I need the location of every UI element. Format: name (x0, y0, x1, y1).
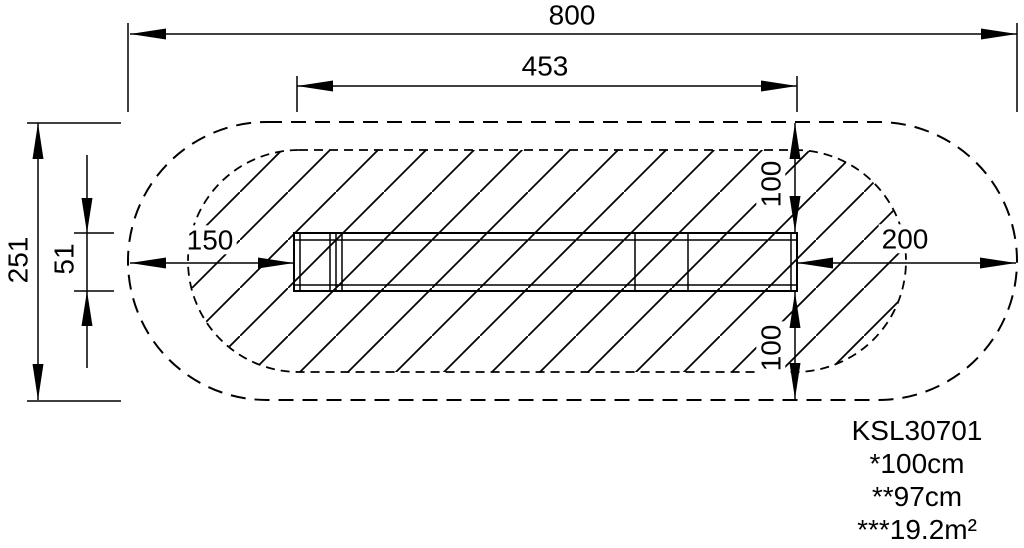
balance-beam (293, 232, 798, 292)
dim-label-equipment-depth: 51 (48, 240, 79, 278)
impact-area (187, 149, 907, 373)
dim-clearance-bottom (789, 292, 801, 399)
dim-label-clearance-right: 200 (878, 224, 932, 254)
note-area: ***19.2m² (857, 514, 977, 545)
note-height: *100cm (869, 448, 965, 479)
dim-clearance-top (789, 123, 801, 232)
minimum-space-boundary (127, 121, 1018, 401)
note-fall-height: **97cm (871, 481, 963, 512)
dim-clearance-right (797, 257, 1016, 269)
dim-label-clearance-left: 150 (183, 225, 237, 255)
product-code: KSL30701 (851, 415, 983, 446)
dim-label-clearance-top: 100 (755, 157, 786, 211)
dim-clearance-left (130, 257, 294, 269)
dim-label-equipment-length: 453 (518, 51, 572, 81)
dim-equipment-length (296, 76, 798, 112)
dim-label-overall-width: 800 (545, 0, 599, 30)
dim-label-clearance-bottom: 100 (755, 321, 786, 375)
dim-equipment-depth (74, 155, 114, 368)
dim-overall-width (127, 23, 1018, 112)
product-info-block: KSL30701 *100cm **97cm ***19.2m² (816, 414, 1018, 546)
dim-overall-depth (27, 122, 121, 402)
dim-label-overall-depth: 251 (2, 233, 33, 287)
